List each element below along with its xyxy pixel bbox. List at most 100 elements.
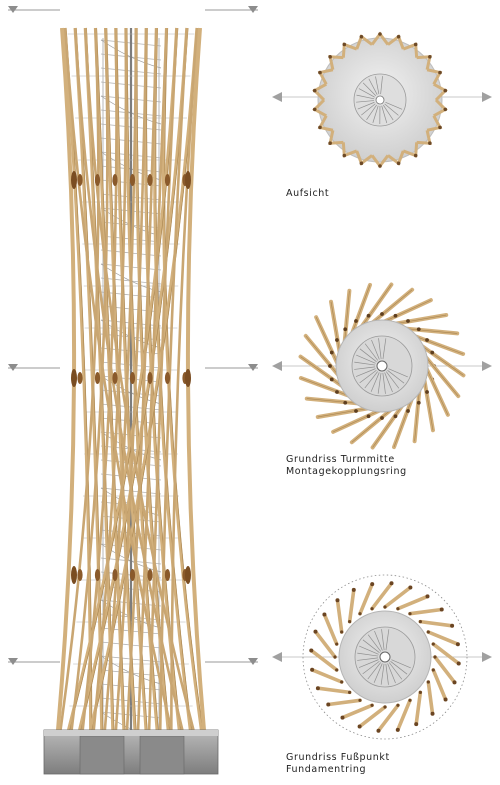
section-marker-top-left [8,6,60,13]
caption-line: Grundriss Fußpunkt [286,752,390,764]
section-marker-base-left [8,658,60,665]
foundation-node [335,642,338,645]
coupling-node [430,351,434,355]
section-arrow-right [482,361,492,371]
crown-node [328,141,332,145]
foundation-post [416,692,420,724]
foundation-node [313,630,317,634]
foundation-node [408,612,411,615]
coupling-joint [71,566,77,584]
foundation-node [444,698,448,702]
coupling-node [394,314,398,318]
coupling-node [425,338,429,342]
coupling-joint [112,174,117,186]
section-arrow-right [482,652,492,662]
foundation-node [370,582,374,586]
foundation-node [309,648,313,652]
foundation-node [419,691,422,694]
coupling-node [367,414,371,418]
foundation-node [316,686,320,690]
crown-node [397,162,401,166]
foundation-node [335,668,338,671]
foundation-node [390,581,394,585]
foundation-node [396,704,399,707]
coupling-node [335,390,339,394]
foundation-node [396,607,399,610]
foundation-node [408,699,411,702]
foundation-node [383,605,386,608]
concrete-foundation [44,730,218,774]
crown-node [414,154,418,158]
crown-node [444,108,448,112]
crown-node [343,43,347,47]
coupling-node [354,409,358,413]
section-arrow-left [272,92,282,102]
foundation-node [453,680,457,684]
crown-node [360,35,364,39]
coupling-joint [71,369,77,387]
foundation-node [426,594,430,598]
foundation-post [337,600,341,632]
coupling-node [380,312,384,316]
foundation-node [440,607,444,611]
coupling-node [380,416,384,420]
crown-node [397,35,401,39]
coupling-node [394,414,398,418]
foundation-node [348,620,351,623]
foundation-node [456,642,460,646]
foundation-node [310,668,314,672]
foundation-node [340,680,343,683]
coupling-joint [165,174,170,186]
crown-node [428,141,432,145]
foundation-node [427,680,430,683]
crown-node [313,89,317,93]
coupling-joint [185,171,191,189]
caption-middle-view: Grundriss Turmmitte Montagekopplungsring [286,454,407,478]
caption-base-view: Grundriss Fußpunkt Fundamentring [286,752,390,776]
foundation-node [432,668,435,671]
section-marker-top-right [205,6,258,13]
coupling-joint [130,569,135,581]
foundation-node [340,630,343,633]
foundation-post [410,609,442,613]
crown-node [444,89,448,93]
coupling-joint [147,174,152,186]
coupling-node [343,327,347,331]
crown-node [378,32,382,36]
foundation-node [370,607,373,610]
foundation-post [428,682,432,714]
coupling-joint [112,569,117,581]
foundation-node [333,655,336,658]
coupling-node [343,401,347,405]
foundation-post [398,596,428,608]
section-arrow-left [272,361,282,371]
crown-node [360,162,364,166]
coupling-node [330,378,334,382]
caption-line: Aufsicht [286,188,329,200]
coupling-joint [77,569,82,581]
foundation-node [427,630,430,633]
coupling-joint [112,372,117,384]
foundation-node [450,624,454,628]
foundation-node [358,699,361,702]
section-marker-middle-right [205,364,258,371]
foundation-node [431,712,435,716]
coupling-joint [95,569,100,581]
crown-node [343,154,347,158]
coupling-joint [130,174,135,186]
foundation-post [342,705,372,717]
foundation-node [352,588,356,592]
coupling-joint [185,566,191,584]
foundation-node [370,704,373,707]
coupling-joint [185,369,191,387]
plan-base-view [272,575,492,739]
coupling-joint [165,372,170,384]
coupling-node [367,314,371,318]
caption-top-view: Aufsicht [286,188,329,200]
caption-line: Fundamentring [286,764,390,776]
foundation-node [335,598,339,602]
foundation-node [408,585,412,589]
caption-line: Grundriss Turmmitte [286,454,407,466]
